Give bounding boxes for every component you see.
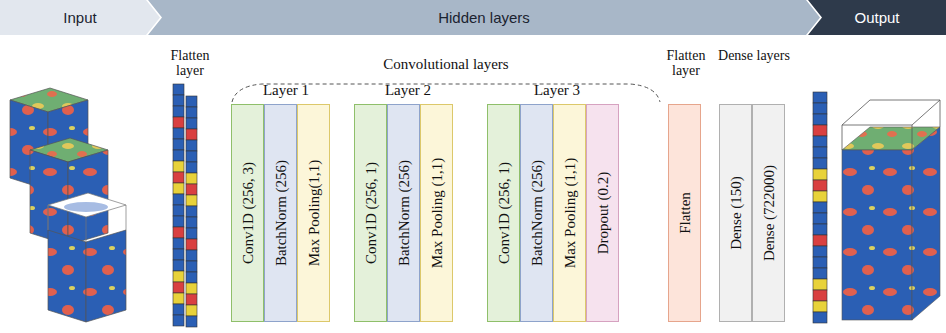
- band-title: Input: [63, 9, 96, 26]
- layer-label: Dense (722000): [760, 165, 777, 261]
- output-strip: [813, 92, 827, 323]
- layer-box: Conv1D (256, 1): [487, 104, 520, 322]
- layer-box: Max Pooling (1,1): [553, 104, 586, 322]
- layer-heading: Layer 1: [251, 82, 321, 99]
- layer-box: BatchNorm (256): [387, 104, 420, 322]
- layer-box: Dense (722000): [752, 104, 785, 322]
- header-band: Input: [0, 0, 160, 35]
- layer-label: Dense (150): [727, 176, 744, 250]
- layer-heading: Layer 2: [373, 82, 443, 99]
- layer-label: Conv1D (256, 3): [239, 162, 256, 264]
- layer-label: BatchNorm (256): [395, 160, 412, 266]
- layer-label: Flatten: [676, 192, 693, 234]
- layer-label: Max Pooling (1,1): [561, 158, 578, 268]
- header-band: Hidden layers: [148, 0, 820, 35]
- layer-box: Flatten: [668, 104, 701, 322]
- band-title: Hidden layers: [438, 9, 530, 26]
- layer-label: Max Pooling (1,1): [428, 158, 445, 268]
- layer-box: BatchNorm (256): [264, 104, 297, 322]
- group-label: Convolutional layers: [379, 56, 512, 73]
- layer-label: Max Pooling(1,1): [305, 160, 322, 267]
- input-volumes: [10, 88, 126, 322]
- strip-label: Flatten layer: [160, 48, 220, 79]
- layer-box: BatchNorm (256): [520, 104, 553, 322]
- layer-box: Max Pooling (1,1): [420, 104, 453, 322]
- flatten-strip: [173, 84, 197, 327]
- header-band: Output: [808, 0, 946, 35]
- layer-box: Conv1D (256, 1): [354, 104, 387, 322]
- layer-heading: Layer 3: [522, 82, 592, 99]
- layer-label: Dropout (0.2): [594, 172, 611, 255]
- layer-label: BatchNorm (256): [528, 160, 545, 266]
- layer-box: Conv1D (256, 3): [231, 104, 264, 322]
- layer-box: Max Pooling(1,1): [297, 104, 330, 322]
- layer-box: Dropout (0.2): [586, 104, 619, 322]
- layer-label: Conv1D (256, 1): [495, 162, 512, 264]
- group-label: Flatten layer: [658, 48, 714, 79]
- layer-label: Conv1D (256, 1): [362, 162, 379, 264]
- layer-box: Dense (150): [719, 104, 752, 322]
- output-volume: [842, 100, 940, 320]
- layer-label: BatchNorm (256): [272, 160, 289, 266]
- group-label: Dense layers: [714, 48, 794, 63]
- band-title: Output: [854, 9, 899, 26]
